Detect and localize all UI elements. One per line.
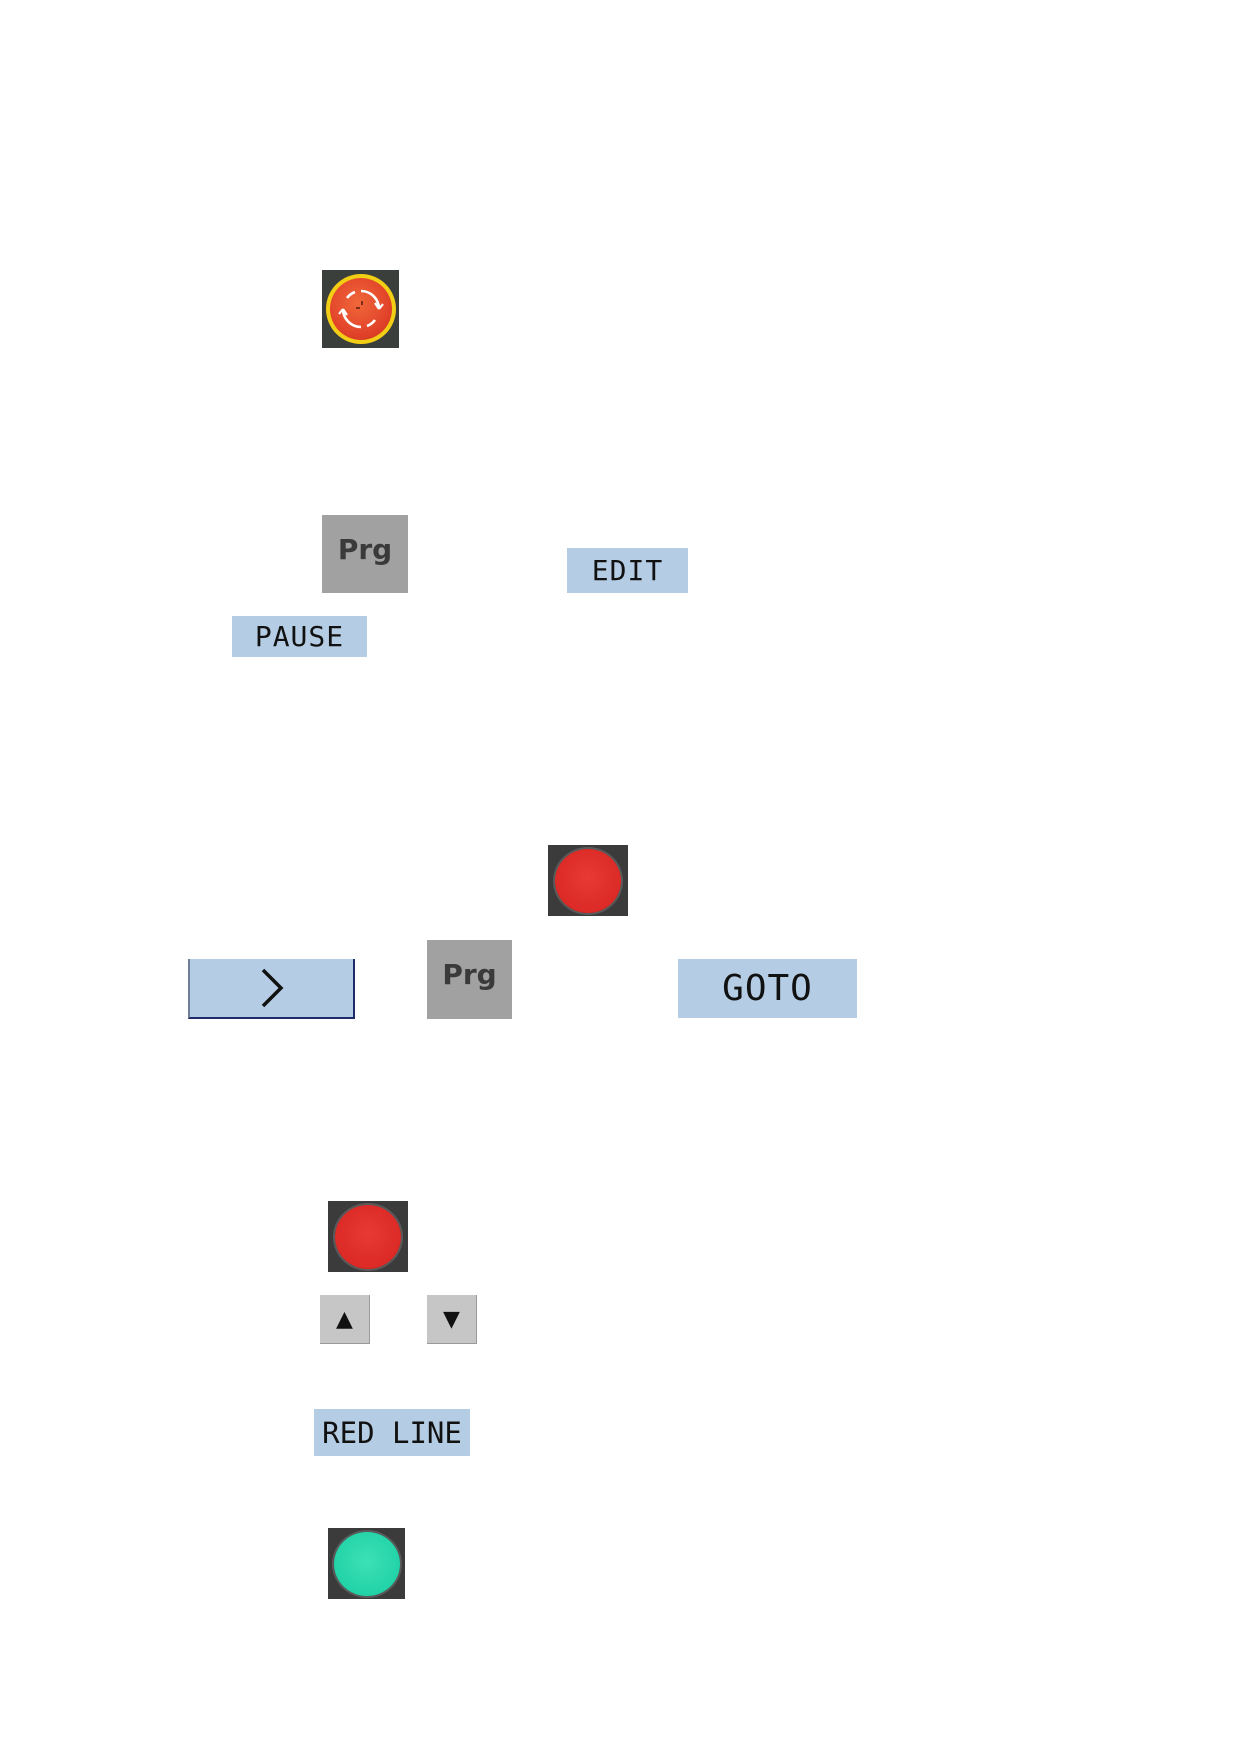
red-lamp-button-2[interactable] [328, 1201, 408, 1272]
red-line-button[interactable]: RED LINE [314, 1409, 470, 1456]
pause-label: PAUSE [254, 620, 345, 653]
red-lamp-cap-2 [335, 1204, 401, 1269]
emergency-stop-icon [329, 278, 392, 340]
next-arrow-button[interactable] [188, 959, 355, 1019]
edit-button[interactable]: EDIT [567, 548, 688, 593]
green-lamp-cap [333, 1531, 400, 1596]
goto-label: GOTO [722, 968, 813, 1009]
down-arrow-button[interactable]: ▼ [427, 1295, 477, 1344]
emergency-stop-button[interactable] [322, 270, 399, 348]
green-lamp-button[interactable] [328, 1528, 405, 1599]
chevron-right-icon [261, 968, 283, 1008]
edit-label: EDIT [591, 554, 664, 587]
emergency-stop-ring [325, 274, 396, 344]
red-lamp-cap [555, 848, 621, 913]
up-arrow-icon: ▲ [336, 1306, 353, 1332]
prg-button[interactable]: Prg [322, 515, 408, 593]
prg-button-2[interactable]: Prg [427, 940, 512, 1019]
red-line-label: RED LINE [322, 1415, 462, 1450]
pause-button[interactable]: PAUSE [232, 616, 367, 657]
red-lamp-button[interactable] [548, 845, 628, 916]
prg-label: Prg [337, 533, 393, 566]
up-arrow-button[interactable]: ▲ [320, 1295, 370, 1344]
prg-label-2: Prg [442, 958, 497, 991]
down-arrow-icon: ▼ [443, 1306, 460, 1332]
goto-button[interactable]: GOTO [678, 959, 857, 1018]
